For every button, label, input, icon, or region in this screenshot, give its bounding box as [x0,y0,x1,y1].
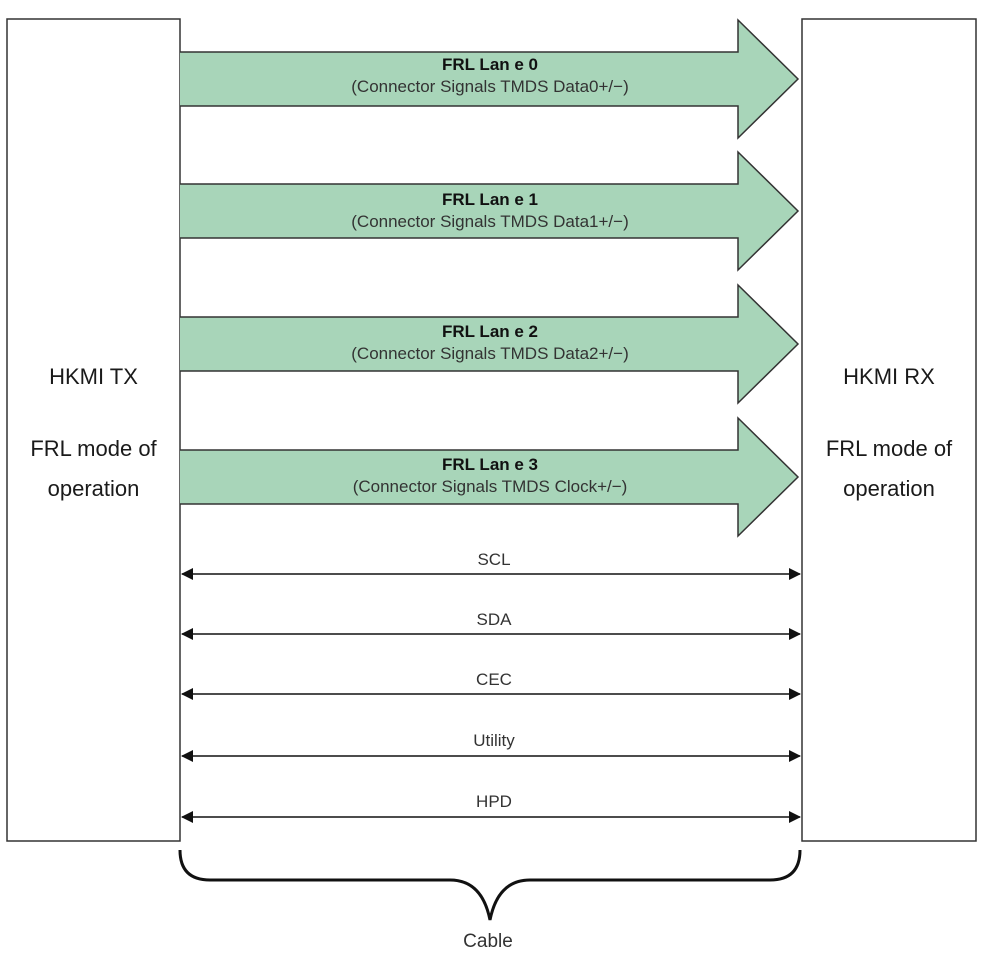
lane-subtitle-0: (Connector Signals TMDS Data0+/−) [351,77,629,96]
lane-arrow-1 [180,150,800,272]
signal-label-scl: SCL [477,550,511,569]
lane-title-2: FRL Lan e 2 [441,322,539,341]
lane-title-0: FRL Lan e 0 [441,55,539,74]
lane-label-0: FRL Lan e 0 (Connector Signals TMDS Data… [180,54,800,98]
lane-title-1: FRL Lan e 1 [441,190,539,209]
signal-label-utility: Utility [473,731,515,750]
lane-subtitle-1: (Connector Signals TMDS Data1+/−) [351,212,629,231]
tx-title: HKMI TX [49,364,138,389]
rx-title: HKMI RX [843,364,935,389]
tx-mode-line2: operation [47,476,140,501]
cable-brace [178,849,802,921]
signal-label-sda: SDA [476,610,512,629]
signal-label-cec: CEC [476,670,512,689]
tx-mode-line1: FRL mode of [30,436,157,461]
cable-label: Cable [463,931,513,952]
lane-label-1: FRL Lan e 1 (Connector Signals TMDS Data… [180,189,800,233]
signal-label-hpd: HPD [476,792,512,811]
lane-title-3: FRL Lan e 3 [441,455,539,474]
lane-subtitle-3: (Connector Signals TMDS Clock+/−) [352,477,628,496]
lane-arrow-3 [180,416,800,538]
lane-label-2: FRL Lan e 2 (Connector Signals TMDS Data… [180,321,800,365]
tx-box [6,18,181,842]
lane-arrow-0 [180,18,800,140]
lane-label-3: FRL Lan e 3 (Connector Signals TMDS Cloc… [180,454,800,498]
lane-arrow-2 [180,283,800,405]
rx-mode-line1: FRL mode of [825,436,953,461]
rx-box [801,18,977,842]
lane-subtitle-2: (Connector Signals TMDS Data2+/−) [351,344,629,363]
rx-mode-line2: operation [843,476,935,501]
